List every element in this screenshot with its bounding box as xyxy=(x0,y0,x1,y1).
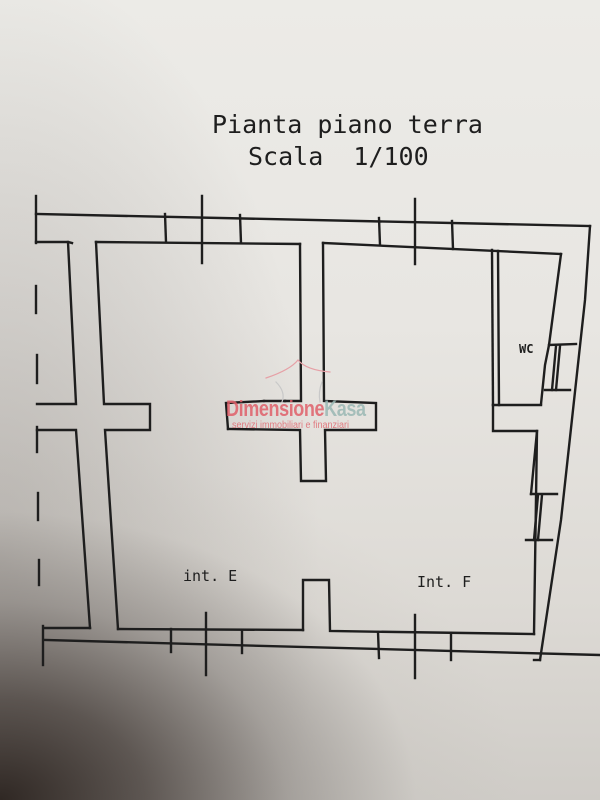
right-wall xyxy=(490,224,592,662)
watermark-roof-icon xyxy=(265,359,331,403)
left-dashed-boundary xyxy=(34,284,45,667)
watermark-brand-part1: Dimensione xyxy=(226,396,325,421)
left-corridor xyxy=(35,240,600,657)
plan-title: Pianta piano terra xyxy=(212,110,483,139)
room-label-wc: WC xyxy=(519,342,534,356)
plan-scale: Scala 1/100 xyxy=(248,142,429,171)
watermark-brand-part2: Kasa xyxy=(324,396,366,421)
watermark-brand: DimensioneKasa xyxy=(226,396,366,421)
watermark-logo: DimensioneKasa servizi immobiliari e fin… xyxy=(226,396,396,432)
watermark-tagline: servizi immobiliari e finanziari xyxy=(232,420,350,431)
scale-label: Scala xyxy=(248,142,324,171)
room-label-int-e: int. E xyxy=(183,567,238,585)
top-wall xyxy=(34,194,592,266)
room-label-int-f: Int. F xyxy=(417,573,472,591)
central-partition xyxy=(224,241,378,483)
scale-value: 1/100 xyxy=(353,142,429,171)
bottom-wall xyxy=(116,578,536,680)
